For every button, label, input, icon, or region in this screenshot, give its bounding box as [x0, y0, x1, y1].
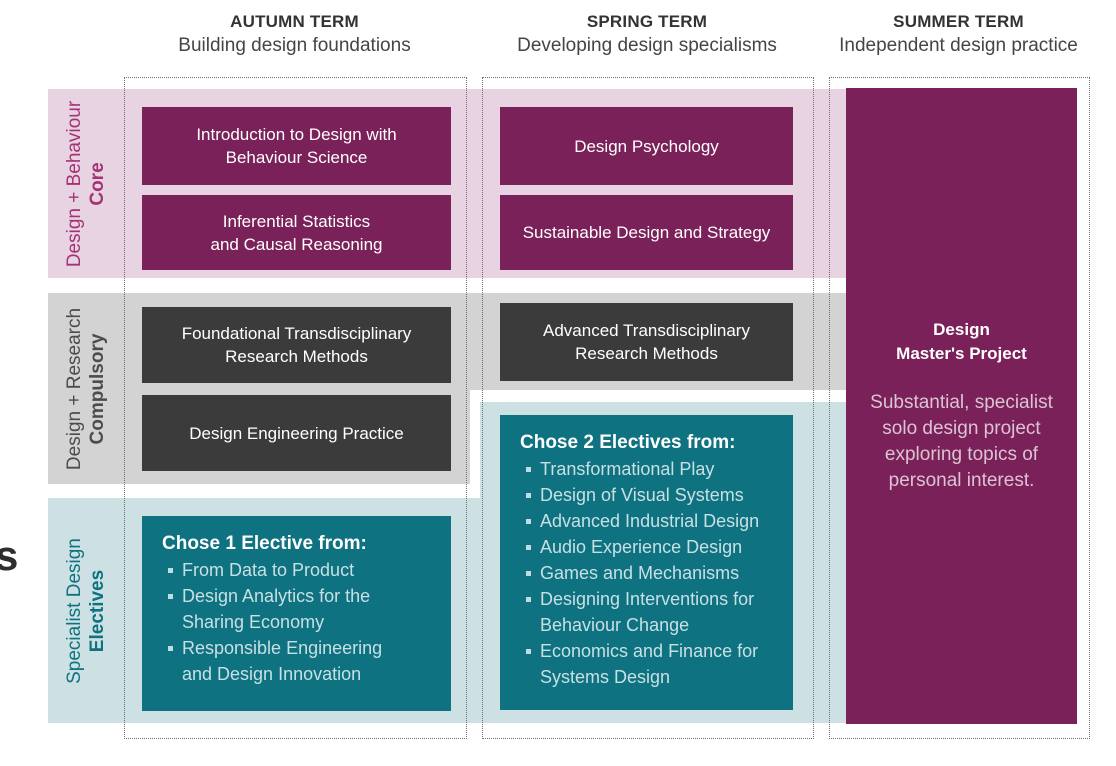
row-label-line2: Core	[87, 161, 109, 206]
edge-text-fragment: s	[0, 532, 19, 579]
bullet-icon	[526, 545, 531, 550]
column-outline-spring	[482, 77, 814, 739]
bullet-icon	[168, 568, 173, 573]
term-title: AUTUMN TERM	[230, 12, 359, 31]
elective-item: Advanced Industrial Design	[520, 508, 781, 534]
row-label-core: Design + Behaviour Core	[48, 89, 124, 278]
electives-header: Chose 2 Electives from:	[520, 432, 736, 453]
elective-item: Design of Visual Systems	[520, 482, 781, 508]
elective-item: Audio Experience Design	[520, 534, 781, 560]
bullet-icon	[526, 649, 531, 654]
module-box-intro-design-behaviour: Introduction to Design with Behaviour Sc…	[142, 107, 451, 185]
module-box-sustainable-design-strategy: Sustainable Design and Strategy	[500, 195, 793, 270]
term-subtitle: Developing design specialisms	[517, 35, 777, 56]
row-label-line1: Design + Research	[64, 307, 85, 470]
term-header-spring: SPRING TERM Developing design specialism…	[482, 10, 812, 58]
term-header-autumn: AUTUMN TERM Building design foundations	[124, 10, 465, 58]
elective-item-label: Transformational Play	[540, 459, 715, 479]
term-subtitle: Building design foundations	[178, 35, 411, 56]
elective-item: Responsible Engineering and Design Innov…	[162, 635, 439, 687]
row-label-line2: Electives	[87, 569, 108, 652]
row-label-line2: Compulsory	[87, 333, 108, 444]
elective-item-label: Advanced Industrial Design	[540, 511, 760, 531]
module-box-foundational-research-methods: Foundational Transdisciplinary Research …	[142, 307, 451, 383]
elective-item-label: Economics and Finance for Systems Design	[540, 641, 759, 687]
bullet-icon	[526, 597, 531, 602]
module-box-design-psychology: Design Psychology	[500, 107, 793, 185]
module-box-design-engineering-practice: Design Engineering Practice	[142, 395, 451, 471]
project-title: Design Master's Project	[896, 320, 1027, 363]
elective-item-label: From Data to Product	[182, 560, 355, 580]
column-outline-autumn	[124, 77, 467, 739]
row-label-line1: Design + Behaviour	[64, 100, 86, 267]
module-box-inferential-statistics: Inferential Statistics and Causal Reason…	[142, 195, 451, 270]
column-outline-summer	[829, 77, 1090, 739]
elective-item-label: Audio Experience Design	[540, 537, 743, 557]
bullet-icon	[168, 594, 173, 599]
bullet-icon	[526, 467, 531, 472]
term-header-summer: SUMMER TERM Independent design practice	[829, 10, 1088, 58]
elective-item-label: Design Analytics for the Sharing Economy	[182, 586, 371, 632]
elective-item-label: Design of Visual Systems	[540, 485, 744, 505]
elective-item: Economics and Finance for Systems Design	[520, 638, 781, 690]
bullet-icon	[168, 646, 173, 651]
electives-box-spring: Chose 2 Electives from: Transformational…	[500, 415, 793, 710]
bullet-icon	[526, 519, 531, 524]
bullet-icon	[526, 571, 531, 576]
row-label-line1: Specialist Design	[64, 537, 85, 684]
elective-item: Transformational Play	[520, 456, 781, 482]
elective-item: From Data to Product	[162, 557, 439, 583]
electives-box-autumn: Chose 1 Elective from: From Data to Prod…	[142, 516, 451, 711]
project-description: Substantial, specialist solo design proj…	[870, 392, 1053, 491]
term-title: SPRING TERM	[586, 12, 708, 31]
module-box-masters-project: Design Master's Project Substantial, spe…	[846, 88, 1077, 724]
electives-header: Chose 1 Elective from:	[162, 533, 367, 554]
module-box-advanced-research-methods: Advanced Transdisciplinary Research Meth…	[500, 303, 793, 381]
row-label-compulsory: Design + Research Compulsory	[48, 293, 124, 484]
elective-item-label: Designing Interventions for Behaviour Ch…	[540, 589, 755, 635]
bullet-icon	[526, 493, 531, 498]
elective-item-label: Responsible Engineering and Design Innov…	[182, 638, 383, 684]
elective-item: Design Analytics for the Sharing Economy	[162, 583, 439, 635]
elective-item: Designing Interventions for Behaviour Ch…	[520, 586, 781, 638]
term-subtitle: Independent design practice	[839, 35, 1078, 56]
elective-item-label: Games and Mechanisms	[540, 563, 740, 583]
row-label-electives: Specialist Design Electives	[48, 498, 124, 723]
term-title: SUMMER TERM	[893, 12, 1024, 31]
elective-item: Games and Mechanisms	[520, 560, 781, 586]
